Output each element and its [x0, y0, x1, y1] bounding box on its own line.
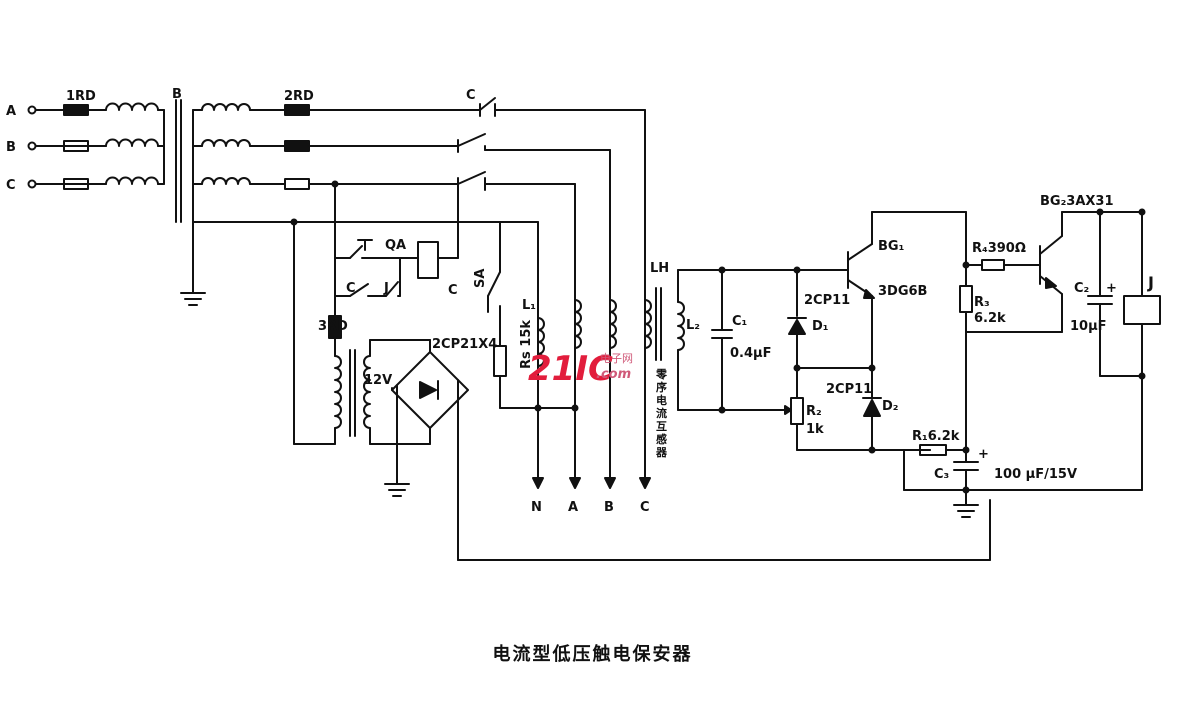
l1-label: L₁: [522, 298, 536, 313]
main-contactor-contacts: C: [457, 88, 611, 191]
transistor-bg1: BG₁ 3DG6B: [799, 211, 967, 369]
transformer-b-primary: B: [105, 87, 182, 223]
l2-label: L₂: [686, 318, 700, 333]
phase-b-input-label: B: [6, 140, 16, 155]
sa-label: SA: [473, 269, 488, 288]
rs-label: Rs 15k: [519, 320, 534, 369]
output-fuses-2rd: 2RD: [249, 89, 481, 190]
bg2-label: BG₂3AX31: [1040, 194, 1114, 209]
qa-label: QA: [385, 238, 406, 253]
c2-plus: +: [1106, 281, 1117, 296]
d2-type-label: 2CP11: [826, 382, 872, 397]
r2-value: 1k: [806, 422, 824, 437]
watermark-cn: 电子网: [600, 352, 633, 365]
zero-sequence-ct: LH L₁: [522, 261, 669, 367]
output-n-label: N: [531, 500, 542, 515]
power-supply: 3RD 12V 2CP21X4: [290, 218, 991, 561]
r4-label: R₄390Ω: [972, 241, 1026, 256]
contactor-c-top-label: C: [466, 88, 476, 103]
c3-value: 100 μF/15V: [994, 467, 1077, 482]
control-circuit: QA C C J: [331, 180, 459, 298]
c1-label: C₁: [732, 314, 747, 329]
watermark: 21IC 电子网 .com: [528, 349, 633, 389]
input-terminals: A B C: [6, 104, 37, 193]
fuse-3rd-label: 3RD: [318, 319, 348, 334]
c-contact-label: C: [346, 281, 356, 296]
d2-label: D₂: [882, 399, 899, 414]
j-contact-label: J: [383, 281, 389, 296]
transformer-b-secondary: [180, 103, 501, 306]
phase-c-input-label: C: [6, 178, 16, 193]
coil-c-label: C: [448, 283, 458, 298]
output-b-label: B: [604, 500, 614, 515]
transformer-12v-label: 12V: [364, 373, 392, 388]
c2-label: C₂: [1074, 281, 1089, 296]
output-lines: N A B C: [499, 109, 651, 515]
output-stage: BG₂3AX31 C₂ + 10μF J: [965, 194, 1161, 491]
d1-label: D₁: [812, 319, 829, 334]
fuse-2rd-label: 2RD: [284, 89, 314, 104]
c3-label: C₃: [934, 467, 949, 482]
c3-plus: +: [978, 447, 989, 462]
bridge-label: 2CP21X4: [432, 337, 497, 352]
watermark-domain: .com: [596, 367, 631, 382]
transformer-b-label: B: [172, 87, 182, 102]
r3-value: 6.2k: [974, 311, 1006, 326]
c1-value: 0.4μF: [730, 346, 771, 361]
r3-label: R₃: [974, 295, 990, 310]
ct-secondary: 零序电流互感器 L₂ C₁ 0.4μF: [655, 266, 801, 459]
input-fuses-1rd: 1RD: [35, 89, 107, 190]
bg1-label: BG₁: [878, 239, 904, 254]
r2-label: R₂: [806, 404, 822, 419]
phase-a-input-label: A: [6, 104, 16, 119]
ct-lh-label: LH: [650, 261, 669, 276]
c2-value: 10μF: [1070, 319, 1107, 334]
watermark-logo: 21IC: [528, 349, 613, 389]
bg1-type-label: 3DG6B: [878, 284, 927, 299]
fuse-1rd-label: 1RD: [66, 89, 96, 104]
bias-network: R₃ 6.2k R₄390Ω R₁6.2k C₃ + 100 μF/15V: [903, 211, 1143, 518]
output-a-label: A: [568, 500, 578, 515]
detection-network: 2CP11 D₁ R₂ 1k 2CP11 D₂: [781, 266, 931, 454]
diagram-title: 电流型低压触电保安器: [492, 644, 693, 665]
output-c-label: C: [640, 500, 650, 515]
relay-j-label: J: [1147, 273, 1154, 292]
ct-note-label: 零序电流互感器: [655, 368, 668, 459]
r1-label: R₁6.2k: [912, 429, 960, 444]
d1-type-label: 2CP11: [804, 293, 850, 308]
test-circuit: SA Rs 15k: [473, 221, 579, 412]
